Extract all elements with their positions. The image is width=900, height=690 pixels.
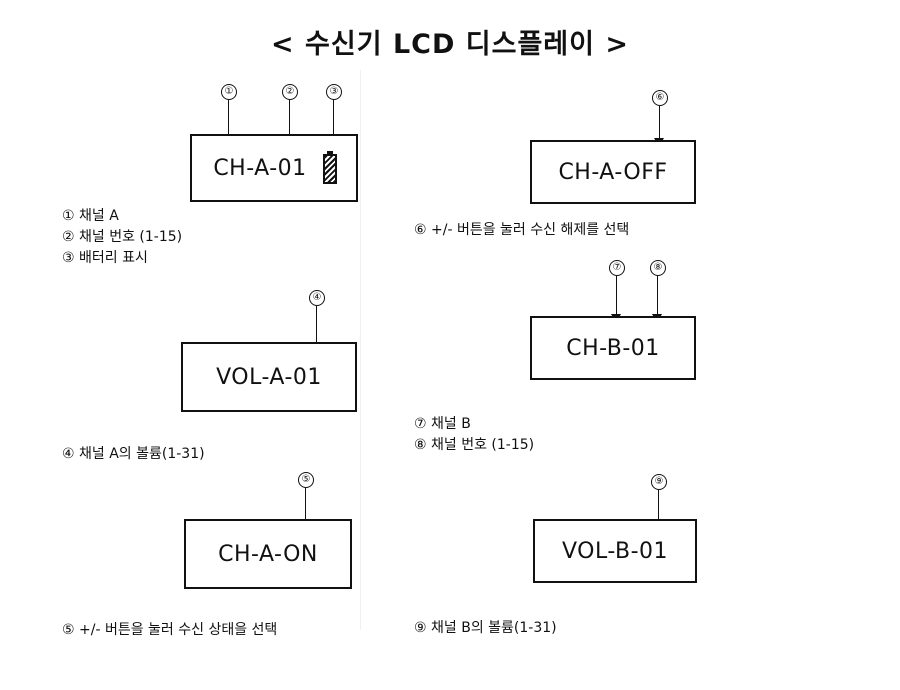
lcd-text: CH-A-ON bbox=[218, 541, 318, 567]
legend-battery: ③ 배터리 표시 bbox=[62, 250, 148, 266]
legend-item-4: ④ 채널 A의 볼륨(1-31) bbox=[62, 444, 205, 465]
legend-group-1: ① 채널 A ② 채널 번호 (1-15) ③ 배터리 표시 bbox=[62, 206, 182, 269]
legend-item-5: ⑤ +/- 버튼을 눌러 수신 상태을 선택 bbox=[62, 620, 277, 641]
lcd-vol-a-01: VOL-A-01 bbox=[181, 342, 357, 412]
legend-receive-on: ⑤ +/- 버튼을 눌러 수신 상태을 선택 bbox=[62, 622, 278, 638]
lcd-ch-a-off: CH-A-OFF bbox=[530, 140, 696, 204]
legend-channel-number: ② 채널 번호 (1-15) bbox=[62, 229, 183, 245]
page-title: < 수신기 LCD 디스플레이 > bbox=[271, 29, 629, 60]
marker-4: ④ bbox=[309, 290, 325, 306]
legend-group-78: ⑦ 채널 B ⑧ 채널 번호 (1-15) bbox=[414, 414, 534, 456]
lcd-text: VOL-A-01 bbox=[216, 364, 322, 390]
marker-7: ⑦ bbox=[609, 260, 625, 276]
battery-icon bbox=[323, 151, 337, 184]
marker-6: ⑥ bbox=[652, 90, 668, 106]
lcd-text: CH-B-01 bbox=[566, 335, 660, 361]
legend-channel-number-b: ⑧ 채널 번호 (1-15) bbox=[414, 437, 535, 453]
legend-volume-a: ④ 채널 A의 볼륨(1-31) bbox=[62, 446, 205, 462]
lcd-text: CH-A-OFF bbox=[558, 159, 668, 185]
marker-2: ② bbox=[282, 84, 298, 100]
lcd-ch-b-01: CH-B-01 bbox=[530, 316, 696, 380]
marker-1: ① bbox=[221, 84, 237, 100]
background-rule bbox=[360, 70, 361, 630]
legend-receive-off: ⑥ +/- 버튼을 눌러 수신 해제를 선택 bbox=[414, 222, 630, 238]
lcd-text: CH-A-01 bbox=[213, 155, 307, 181]
legend-item-6: ⑥ +/- 버튼을 눌러 수신 해제를 선택 bbox=[414, 220, 629, 241]
lcd-text: VOL-B-01 bbox=[561, 538, 669, 564]
marker-5: ⑤ bbox=[298, 472, 314, 488]
marker-8: ⑧ bbox=[650, 260, 666, 276]
marker-3: ③ bbox=[326, 84, 342, 100]
legend-volume-b: ⑨ 채널 B의 볼륨(1-31) bbox=[414, 620, 557, 636]
marker-9: ⑨ bbox=[651, 474, 667, 490]
legend-item-9: ⑨ 채널 B의 볼륨(1-31) bbox=[414, 618, 557, 639]
lcd-ch-a-on: CH-A-ON bbox=[184, 519, 352, 589]
lcd-vol-b-01: VOL-B-01 bbox=[533, 519, 697, 583]
legend-channel-b: ⑦ 채널 B bbox=[414, 416, 471, 432]
legend-channel-a: ① 채널 A bbox=[62, 208, 119, 224]
